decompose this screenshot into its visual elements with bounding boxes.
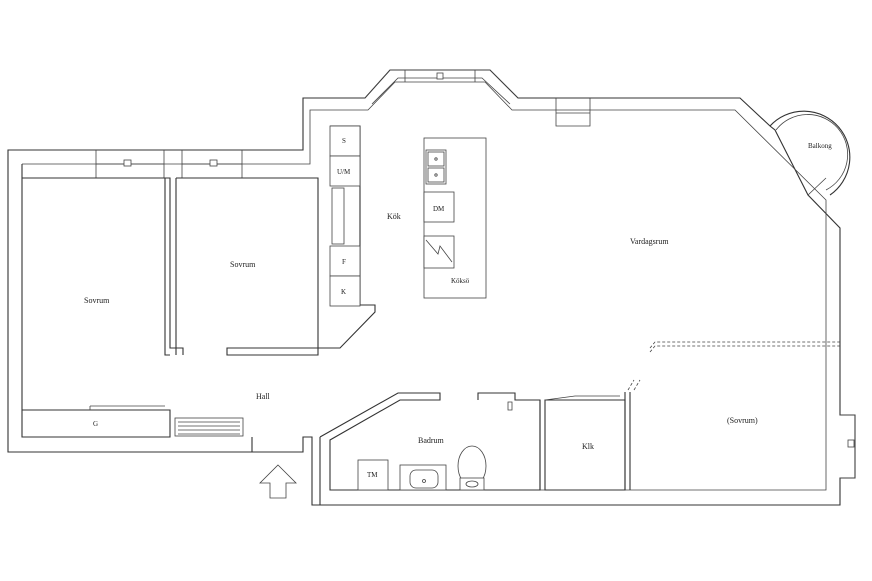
room-label-sovrum-2: Sovrum (230, 260, 256, 269)
balcony-outline (769, 110, 851, 196)
fixture-label-kokso: Köksö (451, 277, 470, 285)
dishwasher (423, 191, 455, 223)
counter-um (329, 155, 361, 187)
hall-walls (22, 436, 253, 452)
washing-machine (357, 459, 389, 491)
fixture-label-um: U/M (337, 168, 351, 176)
room-label-sovrum-1: Sovrum (84, 296, 110, 305)
counter-oven (331, 187, 345, 245)
sovrum-2-walls (175, 177, 319, 356)
sovrum-3-divider (649, 341, 840, 353)
room-label-badrum: Badrum (418, 436, 445, 445)
entrance-arrow-icon (259, 464, 297, 499)
room-label-vardagsrum: Vardagsrum (630, 237, 669, 246)
fixture-label-tm: TM (367, 471, 378, 479)
fixture-label-f: F (342, 258, 346, 266)
room-label-hall: Hall (256, 392, 271, 401)
inner-wall-line (22, 81, 827, 491)
window-sovrum-3 (840, 414, 856, 479)
fixture-label-s: S (342, 137, 346, 145)
room-label-balkong: Balkong (808, 142, 832, 150)
badrum-walls (319, 392, 541, 505)
window-vardagsrum (555, 98, 591, 127)
room-label-kok: Kök (387, 212, 401, 221)
stove-icon (423, 235, 455, 269)
room-label-sovrum-3: (Sovrum) (727, 416, 758, 425)
shoe-rack (174, 417, 244, 437)
fixture-label-k: K (341, 288, 346, 296)
fixture-label-g: G (93, 420, 98, 428)
counter-k (329, 275, 361, 307)
room-label-klk: Klk (582, 442, 594, 451)
fixture-label-dm: DM (433, 205, 445, 213)
sovrum-3-walls (624, 392, 631, 490)
